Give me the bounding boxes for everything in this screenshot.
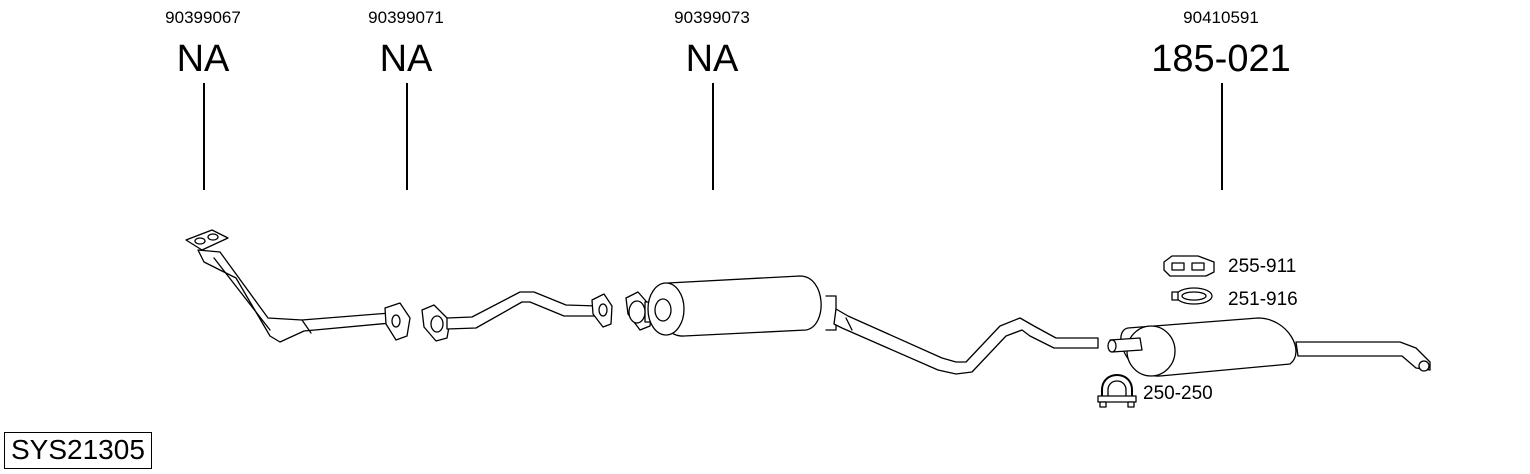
pipe-clamp-ring-icon xyxy=(1171,287,1213,305)
part-code-1[interactable]: NA xyxy=(176,38,230,80)
leader-line-4 xyxy=(1221,83,1223,190)
oe-number-4: 90410591 xyxy=(1183,8,1259,27)
part-code-3[interactable]: NA xyxy=(685,38,739,80)
part-code-2[interactable]: NA xyxy=(379,38,433,80)
accessory-code-2[interactable]: 251-916 xyxy=(1228,289,1298,310)
u-bolt-clamp-icon xyxy=(1097,374,1137,408)
part-code-4[interactable]: 185-021 xyxy=(1151,38,1291,80)
intermediate-pipe-part[interactable] xyxy=(421,291,613,342)
accessory-code-3[interactable]: 250-250 xyxy=(1143,383,1213,404)
system-code-box: SYS21305 xyxy=(4,432,152,469)
rear-silencer-part[interactable] xyxy=(1107,317,1431,377)
accessory-code-1[interactable]: 255-911 xyxy=(1228,256,1297,277)
oe-number-1: 90399067 xyxy=(165,8,241,27)
centre-silencer-part[interactable] xyxy=(625,275,1099,375)
front-pipe-part[interactable] xyxy=(185,229,411,343)
leader-line-1 xyxy=(203,83,205,190)
leader-line-3 xyxy=(712,83,714,190)
rubber-mount-icon xyxy=(1163,255,1215,277)
oe-number-2: 90399071 xyxy=(368,8,444,27)
oe-number-3: 90399073 xyxy=(674,8,750,27)
leader-line-2 xyxy=(406,83,408,190)
